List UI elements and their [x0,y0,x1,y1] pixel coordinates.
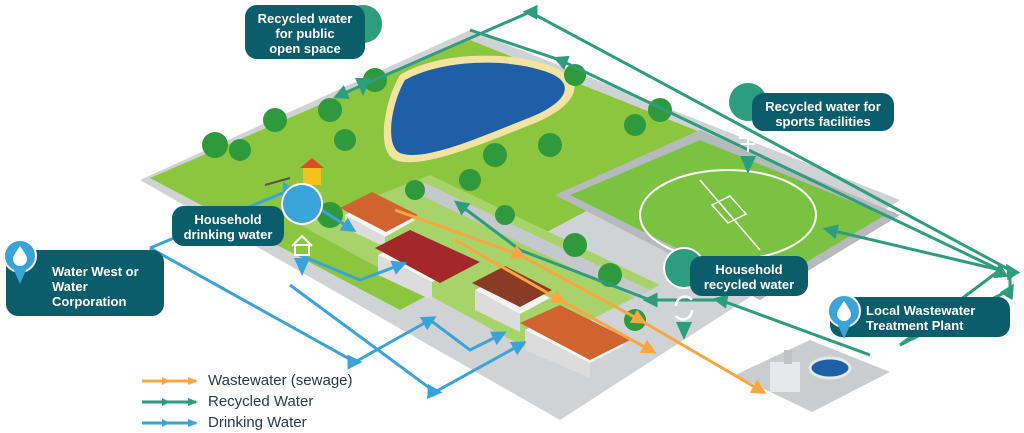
callout-household-drinking: Household drinking water [172,206,284,246]
water-drop-icon [13,246,27,266]
sprinkler-icon [739,133,757,152]
legend-row-wastewater: Wastewater (sewage) [140,370,353,391]
legend-label-recycled: Recycled Water [208,393,314,410]
house-icon [291,234,313,256]
water-drop-pin-left [3,239,37,284]
recycle-icon [674,295,694,321]
legend: Wastewater (sewage) Recycled Water Drink… [140,370,353,433]
callout-household-recycled: Household recycled water [690,256,808,296]
callout-sports-facilities: Recycled water for sports facilities [752,93,894,131]
callout-public-open-space: Recycled water for public open space [245,5,365,59]
callout-treatment-plant: Local Wastewater Treatment Plant [830,297,1010,337]
legend-swatch-wastewater [142,376,198,385]
wastewater-pipes [394,208,767,394]
water-corporation-label: Water West or Water Corporation [52,264,139,309]
treatment-plant [735,340,890,412]
house-pin [281,183,323,276]
legend-swatch-recycled [142,397,198,406]
legend-label-drinking: Drinking Water [208,414,307,431]
water-drop-pin-right [827,294,861,339]
sprinkler-icon [354,55,372,74]
legend-row-drinking: Drinking Water [140,412,353,433]
legend-swatch-drinking [142,418,198,427]
legend-row-recycled: Recycled Water [140,391,353,412]
treatment-plant-label: Local Wastewater Treatment Plant [866,303,976,333]
water-drop-icon [837,301,851,321]
legend-label-wastewater: Wastewater (sewage) [208,372,353,389]
